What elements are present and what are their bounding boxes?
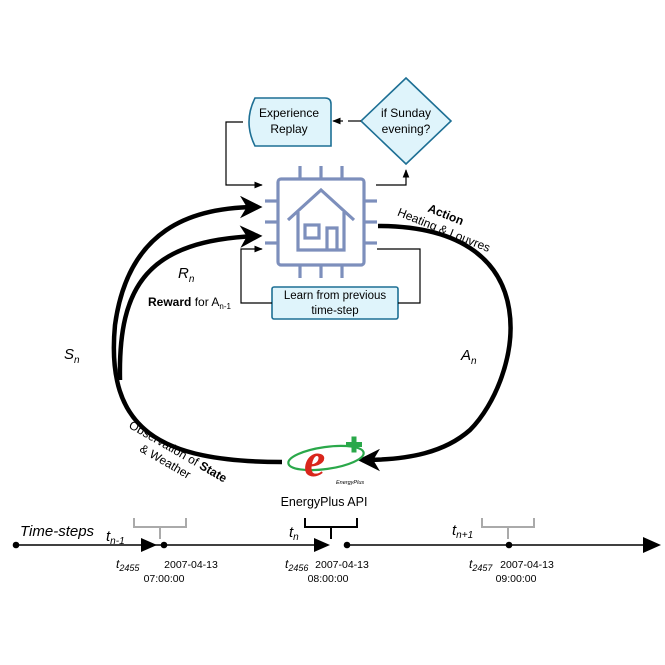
tick-2457: t2457 2007-04-13 09:00:00: [469, 557, 554, 585]
bracket-n+1: [481, 518, 535, 539]
s-n-label: Sn: [64, 346, 80, 366]
svg-text:t2455: t2455: [116, 557, 140, 573]
svg-text:07:00:00: 07:00:00: [144, 573, 185, 585]
timeline-dot-2455: [160, 541, 168, 549]
r-n-label: Rn: [178, 265, 195, 285]
chip-to-learn-connector: [377, 248, 421, 304]
learn-line2: time-step: [311, 305, 358, 317]
a-n-label: An: [460, 347, 477, 367]
energyplus-logo: e EnergyPlus: [287, 434, 365, 487]
learn-box: Learn from previous time-step: [271, 286, 399, 320]
learn-line1: Learn from previous: [284, 290, 387, 302]
action-label: Action Heating & Louvres: [396, 201, 493, 255]
action-arrow: [357, 223, 513, 472]
svg-text:2007-04-13: 2007-04-13: [315, 559, 369, 571]
timeline-dot-2457: [505, 541, 513, 549]
energyplus-logo-text: EnergyPlus: [336, 480, 364, 486]
svg-text:t2456: t2456: [285, 557, 308, 573]
state-arrow: [111, 195, 283, 465]
house-icon: [286, 187, 356, 252]
tick-2455: t2455 2007-04-13 07:00:00: [116, 557, 218, 585]
experience-replay-box: Experience Replay: [248, 97, 332, 147]
energyplus-api-label: EnergyPlus API: [281, 495, 368, 509]
svg-text:2007-04-13: 2007-04-13: [164, 559, 218, 571]
decision-diamond: if Sunday evening?: [359, 76, 453, 166]
timeline-label-n-1: tn-1: [106, 528, 125, 547]
svg-text:08:00:00: 08:00:00: [308, 573, 349, 585]
chip-to-decision-connector: [376, 169, 410, 186]
timeline-label-n+1: tn+1: [452, 522, 473, 541]
learn-to-chip-connector: [240, 245, 272, 304]
timeline-label-n: tn: [289, 524, 299, 543]
svg-text:2007-04-13: 2007-04-13: [500, 559, 554, 571]
experience-replay-line2: Replay: [270, 122, 307, 136]
timeline-title: Time-steps: [20, 523, 95, 540]
bracket-n-1: [133, 518, 187, 539]
experience-replay-line1: Experience: [259, 106, 319, 120]
agent-chip-icon: [265, 166, 377, 278]
timeline-dot-start: [12, 541, 20, 549]
bracket-n: [304, 518, 358, 539]
decision-line2: evening?: [382, 122, 431, 136]
timeline-arrow-1: [141, 538, 157, 552]
reward-label: Reward for An-1: [148, 295, 231, 311]
reward-arrow: [117, 225, 263, 381]
decision-line1: if Sunday: [381, 106, 431, 120]
replay-to-chip-connector: [225, 121, 263, 189]
svg-text:t2457: t2457: [469, 557, 493, 573]
timeline-end-arrow: [643, 537, 661, 553]
tick-2456: t2456 2007-04-13 08:00:00: [285, 557, 369, 585]
timeline-dot-2456: [343, 541, 351, 549]
energyplus-e-mark: e: [304, 434, 325, 487]
timeline-arrow-2: [314, 538, 330, 552]
svg-text:09:00:00: 09:00:00: [496, 573, 537, 585]
timeline: Time-steps tn-1 tn tn+1 t2455 2007-04-13…: [12, 518, 661, 585]
